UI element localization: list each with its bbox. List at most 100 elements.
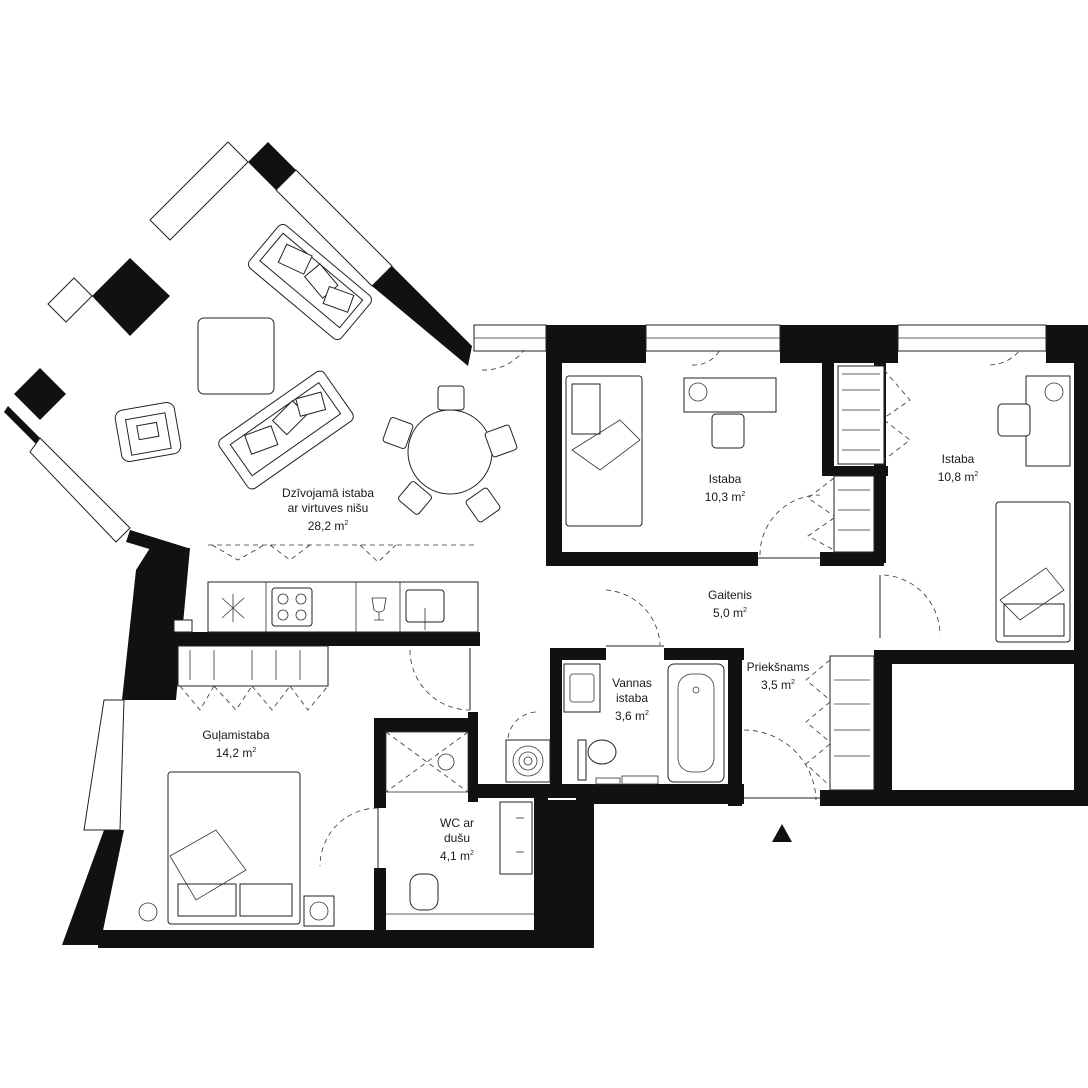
nightstand-left	[138, 902, 158, 922]
label-corridor-name: Gaitenis	[707, 588, 753, 602]
dining-table	[407, 409, 493, 495]
towel-rail	[621, 775, 659, 785]
doors	[319, 349, 1021, 868]
closet-corridor	[833, 475, 875, 553]
kitchen	[207, 544, 479, 633]
label-bath-area: 3,6 m2	[615, 709, 649, 723]
wall-right	[1074, 325, 1088, 805]
walls	[4, 142, 1088, 948]
chair-room1	[711, 413, 745, 449]
wall-top-room1-left	[546, 325, 646, 363]
door-room1-swing	[759, 494, 821, 556]
label-wc-line2: dušu	[443, 831, 471, 845]
wall-hall-bottom	[820, 790, 1088, 806]
label-hall-area: 3,5 m2	[761, 678, 795, 692]
door-entrance-swing	[743, 729, 817, 801]
door-balcony-swing	[481, 349, 525, 371]
window-living-nw	[47, 277, 93, 323]
wall-column	[548, 800, 594, 946]
wall-room-divider	[822, 363, 834, 473]
wall-edge-left	[4, 406, 40, 444]
window-living-n	[149, 141, 249, 241]
socket-icon	[173, 619, 193, 633]
wall-left-bottom	[62, 830, 124, 945]
toilet-wc	[409, 873, 439, 911]
wall-closet-top	[822, 466, 888, 476]
label-hall-name: Priekšnams	[746, 660, 810, 674]
door-room2-window-swing	[989, 349, 1021, 366]
window-living-ne	[275, 169, 393, 287]
label-bedroom-area: 14,2 m2	[215, 746, 257, 760]
wall-bath-bottom-left	[468, 784, 580, 798]
wall-bath-top-a	[550, 648, 606, 660]
label-bath-line1: Vannas	[612, 676, 652, 690]
label-bedroom: Guļamistaba 14,2 m2	[186, 728, 286, 761]
glass-icon	[371, 597, 387, 621]
wall-room2-bottom	[888, 650, 1088, 664]
wall-room1-bottom-a	[546, 552, 758, 566]
rug	[197, 317, 275, 395]
label-corridor: Gaitenis 5,0 m2	[690, 588, 770, 621]
wall-bottom	[98, 930, 594, 948]
label-corridor-area: 5,0 m2	[713, 606, 747, 620]
wall-bath-top-b	[664, 648, 744, 660]
toilet-bath	[587, 739, 617, 765]
wall-wc-left-bottom	[374, 868, 386, 936]
hob	[271, 587, 313, 627]
door-room2-swing	[883, 574, 941, 636]
label-bedroom-name: Guļamistaba	[202, 728, 270, 742]
desk-room1	[683, 377, 777, 413]
label-room1: Istaba 10,3 m2	[680, 472, 770, 505]
wall-bath-right	[728, 648, 742, 806]
sofa-bottom	[218, 370, 354, 490]
dining-chairs	[382, 385, 518, 523]
nightstand-right	[303, 895, 335, 927]
label-room2-area: 10,8 m2	[937, 470, 979, 484]
closet-hall	[829, 655, 875, 791]
bath-sink	[563, 663, 601, 713]
sofa-top	[247, 223, 373, 341]
wall-diag-right	[372, 266, 472, 366]
window-living-sw	[29, 437, 131, 543]
wall-wc-left-top	[374, 718, 386, 808]
label-room2-name: Istaba	[941, 452, 975, 466]
triangle-icon	[772, 824, 792, 842]
bathtub	[667, 663, 725, 783]
armchair	[114, 401, 182, 463]
windows	[29, 141, 1047, 831]
label-bath: Vannas istaba 3,6 m2	[600, 676, 664, 724]
room2-furniture	[837, 365, 1071, 643]
shower	[385, 731, 469, 793]
label-room1-name: Istaba	[708, 472, 742, 486]
label-wc-line1: WC ar	[440, 816, 474, 830]
closets	[177, 475, 875, 791]
wall-corner-top	[248, 142, 296, 190]
door-bedroom-swing	[409, 649, 471, 711]
wall-left-mid	[122, 548, 190, 700]
wall-kitchen-bottom	[178, 632, 480, 646]
desk-room2	[1025, 375, 1071, 467]
bathroom-fixtures	[563, 663, 725, 785]
label-room1-area: 10,3 m2	[704, 490, 746, 504]
label-bath-line2: istaba	[615, 691, 649, 705]
room1-furniture	[565, 375, 777, 527]
wc-fixtures	[385, 711, 551, 915]
wall-wc-right	[534, 784, 548, 944]
label-wc: WC ar dušu 4,1 m2	[422, 816, 492, 864]
living-furniture	[114, 223, 518, 523]
wall-corner-left	[92, 258, 170, 336]
wall-wc-right-top	[468, 712, 478, 802]
label-room2: Istaba 10,8 m2	[918, 452, 998, 485]
wardrobe-room2	[837, 365, 885, 465]
wall-bath-left	[550, 648, 562, 798]
label-living-line1: Dzīvojamā istaba	[281, 486, 375, 500]
door-bath-swing	[605, 589, 661, 646]
wc-sink	[499, 801, 533, 875]
wall-room1-bottom-b	[820, 552, 884, 566]
door-room1-window-swing	[691, 349, 721, 366]
chair-room2	[997, 403, 1031, 437]
label-living-line2: ar virtuves nišu	[287, 501, 369, 515]
wall-bath-bottom	[576, 784, 744, 804]
